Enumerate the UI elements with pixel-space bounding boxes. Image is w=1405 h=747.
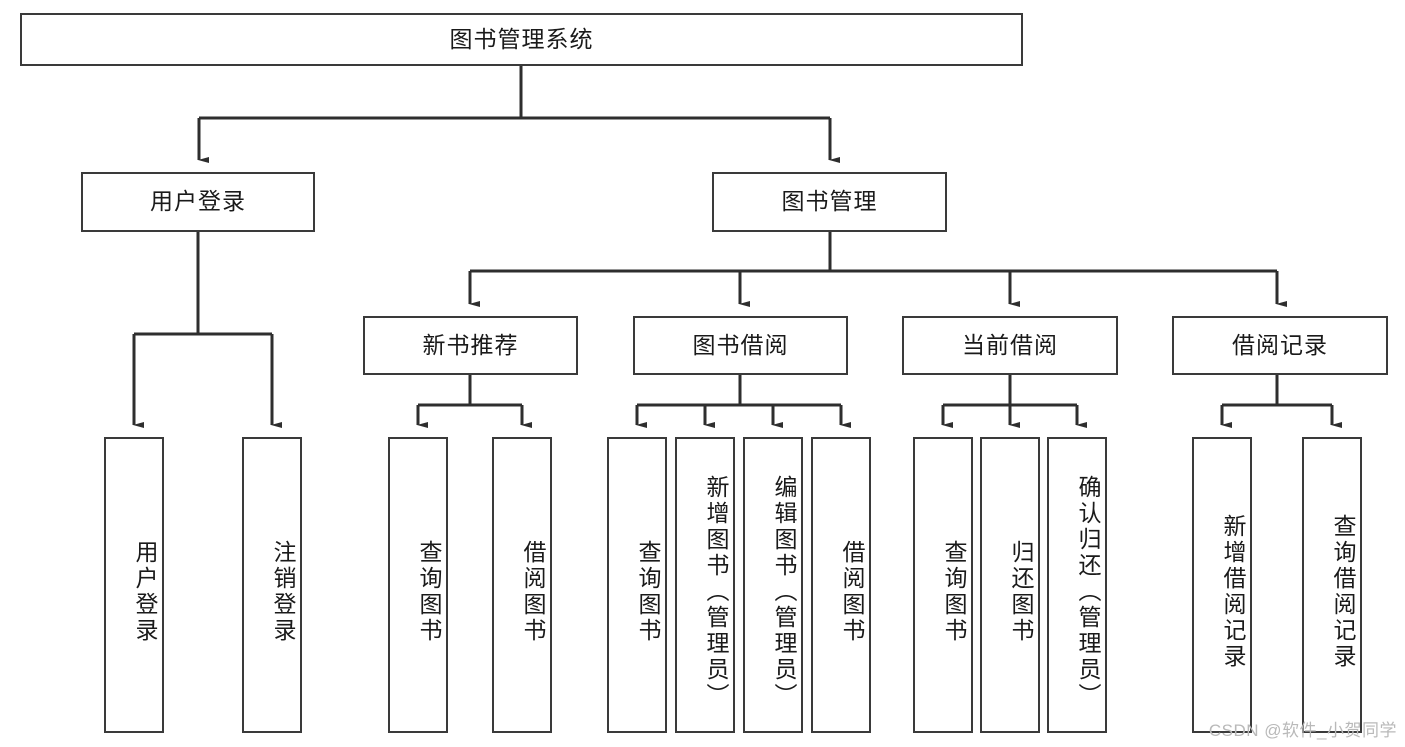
- node-leaf-query-book-2[interactable]: 查询图书: [607, 437, 667, 733]
- csdn-watermark: CSDN @软件_小贺同学: [1208, 721, 1397, 740]
- node-leaf-borrow-book-1[interactable]: 借阅图书: [492, 437, 552, 733]
- node-new-book-recommend[interactable]: 新书推荐: [363, 316, 578, 375]
- node-leaf-add-record-label: 新增借阅记录: [1220, 514, 1246, 670]
- node-leaf-borrow-book-2-label: 借阅图书: [839, 540, 865, 644]
- node-leaf-query-book-3[interactable]: 查询图书: [913, 437, 973, 733]
- node-leaf-confirm-return[interactable]: 确认归还（管理员）: [1047, 437, 1107, 733]
- node-leaf-query-book-2-label: 查询图书: [635, 540, 661, 644]
- node-leaf-borrow-book-1-label: 借阅图书: [520, 540, 546, 644]
- node-leaf-query-book-1-label: 查询图书: [416, 540, 442, 644]
- node-leaf-confirm-return-label: 确认归还（管理员）: [1075, 475, 1101, 709]
- node-leaf-query-book-1[interactable]: 查询图书: [388, 437, 448, 733]
- node-leaf-query-record[interactable]: 查询借阅记录: [1302, 437, 1362, 733]
- node-leaf-add-record[interactable]: 新增借阅记录: [1192, 437, 1252, 733]
- node-leaf-edit-book[interactable]: 编辑图书（管理员）: [743, 437, 803, 733]
- node-leaf-user-login[interactable]: 用户登录: [104, 437, 164, 733]
- node-leaf-return-book-label: 归还图书: [1008, 540, 1034, 644]
- node-current-borrow[interactable]: 当前借阅: [902, 316, 1118, 375]
- node-leaf-return-book[interactable]: 归还图书: [980, 437, 1040, 733]
- node-user-login[interactable]: 用户登录: [81, 172, 315, 232]
- node-leaf-add-book[interactable]: 新增图书（管理员）: [675, 437, 735, 733]
- node-leaf-user-login-label: 用户登录: [132, 540, 158, 644]
- node-new-book-recommend-label: 新书推荐: [422, 331, 519, 358]
- node-book-borrow[interactable]: 图书借阅: [633, 316, 848, 375]
- node-leaf-query-book-3-label: 查询图书: [941, 540, 967, 644]
- node-user-login-label: 用户登录: [150, 188, 246, 215]
- node-borrow-record-label: 借阅记录: [1232, 331, 1328, 358]
- node-book-borrow-label: 图书借阅: [692, 331, 789, 358]
- node-leaf-query-record-label: 查询借阅记录: [1330, 514, 1356, 670]
- node-root-label: 图书管理系统: [449, 25, 594, 52]
- node-current-borrow-label: 当前借阅: [962, 331, 1058, 358]
- node-leaf-add-book-label: 新增图书（管理员）: [703, 475, 729, 709]
- node-root[interactable]: 图书管理系统: [20, 13, 1023, 66]
- node-book-manage[interactable]: 图书管理: [712, 172, 947, 232]
- node-borrow-record[interactable]: 借阅记录: [1172, 316, 1388, 375]
- node-leaf-logout-login-label: 注销登录: [270, 540, 296, 644]
- node-leaf-borrow-book-2[interactable]: 借阅图书: [811, 437, 871, 733]
- node-book-manage-label: 图书管理: [781, 188, 878, 215]
- node-leaf-edit-book-label: 编辑图书（管理员）: [771, 475, 797, 709]
- node-leaf-logout-login[interactable]: 注销登录: [242, 437, 302, 733]
